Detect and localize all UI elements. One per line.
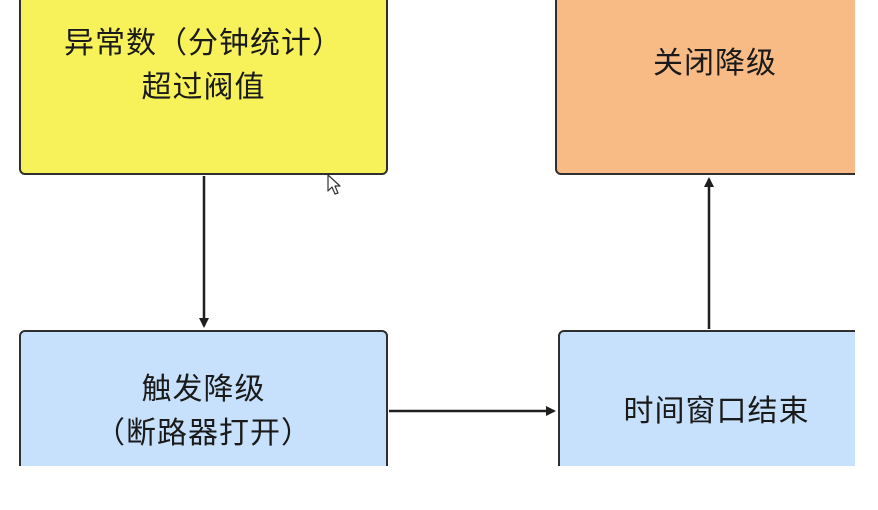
node-trigger-line-2: （断路器打开） <box>95 416 312 451</box>
node-trigger-line-1: 触发降级 <box>141 372 266 407</box>
node-threshold-line-1: 异常数（分钟统计） <box>64 26 343 61</box>
node-threshold-line-2: 超过阀值 <box>141 70 266 105</box>
node-threshold-exceeded[interactable]: 异常数（分钟统计） 超过阀值 <box>19 0 388 175</box>
diagram-canvas: 异常数（分钟统计） 超过阀值 关闭降级 触发降级 （断路器打开） 时间窗口结束 <box>19 0 855 466</box>
node-close-degrade[interactable]: 关闭降级 <box>555 0 855 175</box>
node-time-window-end[interactable]: 时间窗口结束 <box>558 330 855 466</box>
mouse-pointer-icon <box>327 174 341 195</box>
node-close-line-1: 关闭降级 <box>653 46 777 81</box>
connector-layer <box>199 176 714 416</box>
node-window-line-1: 时间窗口结束 <box>623 394 810 429</box>
node-trigger-degrade[interactable]: 触发降级 （断路器打开） <box>19 330 388 466</box>
